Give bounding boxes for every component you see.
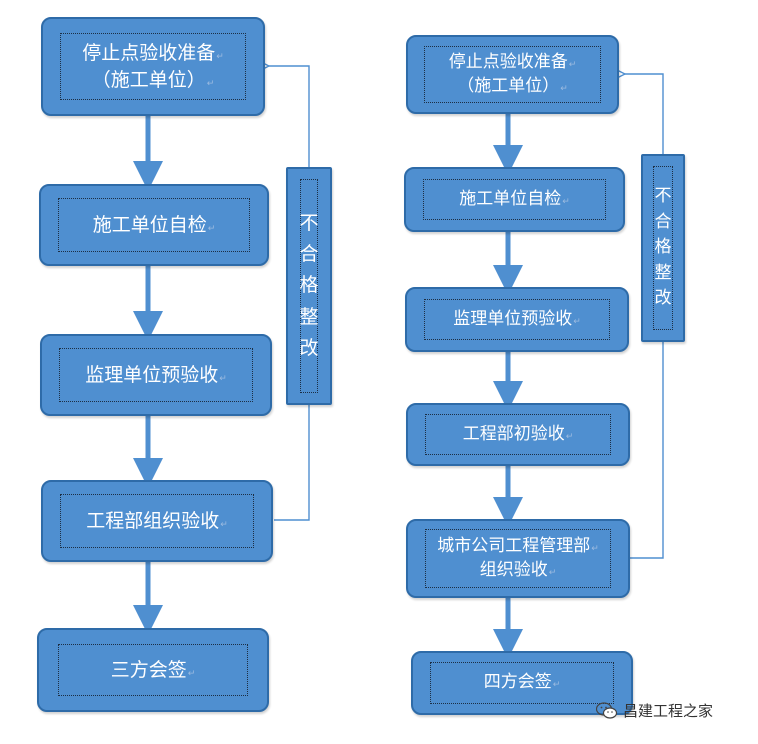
right-step-engineering-initial-label: 工程部初验收 xyxy=(462,423,565,444)
right-rework-char-1: 不 xyxy=(654,186,672,207)
right-rework-char-4: 整 xyxy=(654,262,672,283)
left-step-prepare-line2: （施工单位） xyxy=(91,68,206,91)
left-rework-char-3: 格 xyxy=(299,274,319,297)
wechat-icon xyxy=(596,702,618,719)
right-rework-char-2: 合 xyxy=(654,211,672,232)
left-step-supervisor-precheck-label: 监理单位预验收 xyxy=(85,363,219,386)
left-rework-char-5: 改 xyxy=(299,337,319,360)
left-step-self-check-label: 施工单位自检 xyxy=(92,213,207,236)
left-step-prepare: 停止点验收准备↵ （施工单位）↵ xyxy=(41,17,265,116)
right-step-self-check-label: 施工单位自检 xyxy=(459,188,562,209)
left-step-supervisor-precheck: 监理单位预验收↵ xyxy=(40,334,272,416)
right-step-city-company-line2: 组织验收 xyxy=(479,559,548,580)
right-step-prepare-line1: 停止点验收准备 xyxy=(448,52,568,73)
right-step-city-company-acceptance: 城市公司工程管理部↵ 组织验收↵ xyxy=(406,519,630,598)
right-step-self-check: 施工单位自检↵ xyxy=(404,167,625,232)
left-step-three-party-sign: 三方会签↵ xyxy=(37,628,269,712)
watermark-text: 昌建工程之家 xyxy=(623,702,714,720)
left-step-self-check: 施工单位自检↵ xyxy=(39,184,269,266)
right-rework-box: 不 合 格 整 改 xyxy=(641,154,685,342)
right-step-prepare-line2: （施工单位） xyxy=(457,75,560,96)
right-step-four-party-sign-label: 四方会签 xyxy=(483,672,552,693)
left-rework-box: 不 合 格 整 改 xyxy=(286,167,332,405)
left-step-engineering-acceptance-label: 工程部组织验收 xyxy=(86,509,220,532)
right-rework-char-5: 改 xyxy=(654,288,672,309)
left-rework-char-4: 整 xyxy=(299,305,319,328)
right-step-engineering-initial: 工程部初验收↵ xyxy=(406,403,630,466)
right-step-prepare: 停止点验收准备↵ （施工单位）↵ xyxy=(406,35,619,114)
left-step-engineering-acceptance: 工程部组织验收↵ xyxy=(41,480,273,562)
left-step-prepare-line1: 停止点验收准备 xyxy=(82,42,216,65)
right-rework-char-3: 格 xyxy=(654,237,672,258)
right-step-four-party-sign: 四方会签↵ xyxy=(411,651,633,715)
right-step-supervisor-precheck-label: 监理单位预验收 xyxy=(453,308,573,329)
left-rework-char-2: 合 xyxy=(299,242,319,265)
left-step-three-party-sign-label: 三方会签 xyxy=(110,658,187,681)
left-rework-char-1: 不 xyxy=(299,211,319,234)
right-step-city-company-line1: 城市公司工程管理部 xyxy=(437,536,591,557)
right-step-supervisor-precheck: 监理单位预验收↵ xyxy=(405,287,629,352)
